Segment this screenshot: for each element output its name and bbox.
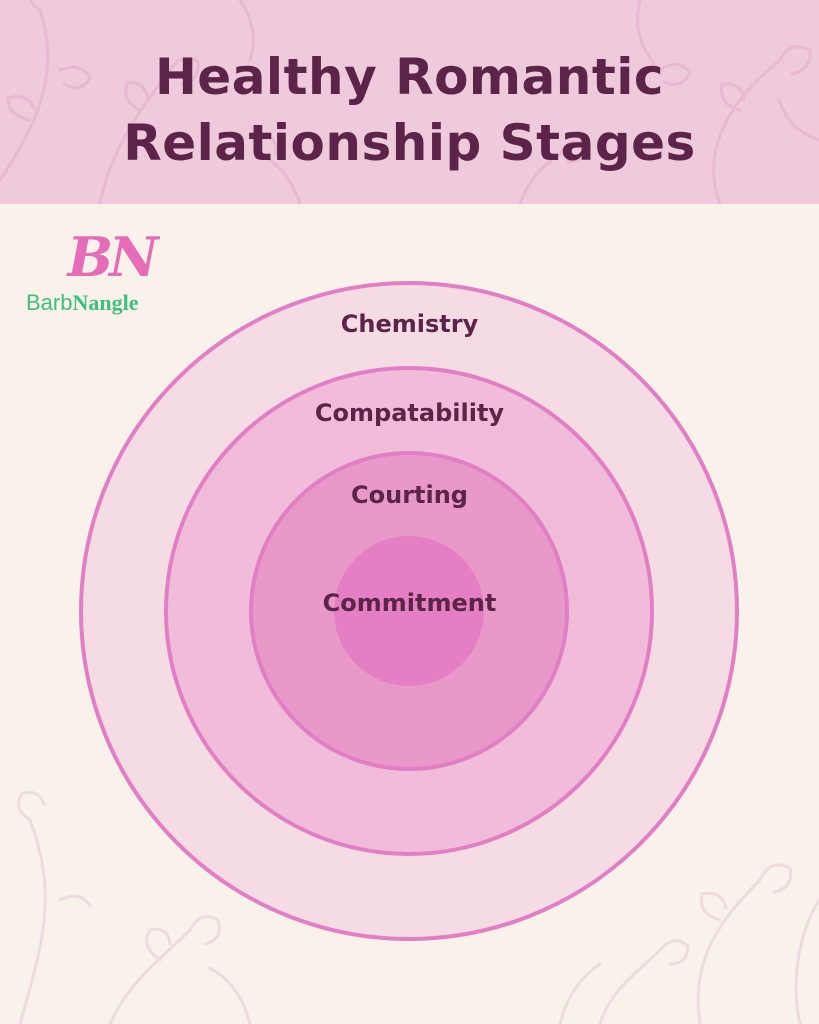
label-compatability: Compatability xyxy=(314,399,505,427)
title-line-2: Relationship Stages xyxy=(123,114,696,172)
core-commitment xyxy=(334,536,484,686)
brand-logo: BN BarbNangle xyxy=(26,226,196,326)
logo-word-nangle: Nangle xyxy=(72,290,139,315)
logo-monogram: BN xyxy=(67,225,158,289)
logo-wordmark: BarbNangle xyxy=(26,290,138,317)
title-banner: Healthy Romantic Relationship Stages xyxy=(0,0,819,204)
logo-word-barb: Barb xyxy=(26,290,73,315)
flower-sprig-icon xyxy=(0,0,819,204)
label-commitment: Commitment xyxy=(322,589,497,617)
title-line-1: Healthy Romantic xyxy=(154,48,665,106)
label-chemistry: Chemistry xyxy=(340,310,479,338)
label-courting: Courting xyxy=(351,481,468,509)
page-title: Healthy Romantic Relationship Stages xyxy=(0,44,819,176)
